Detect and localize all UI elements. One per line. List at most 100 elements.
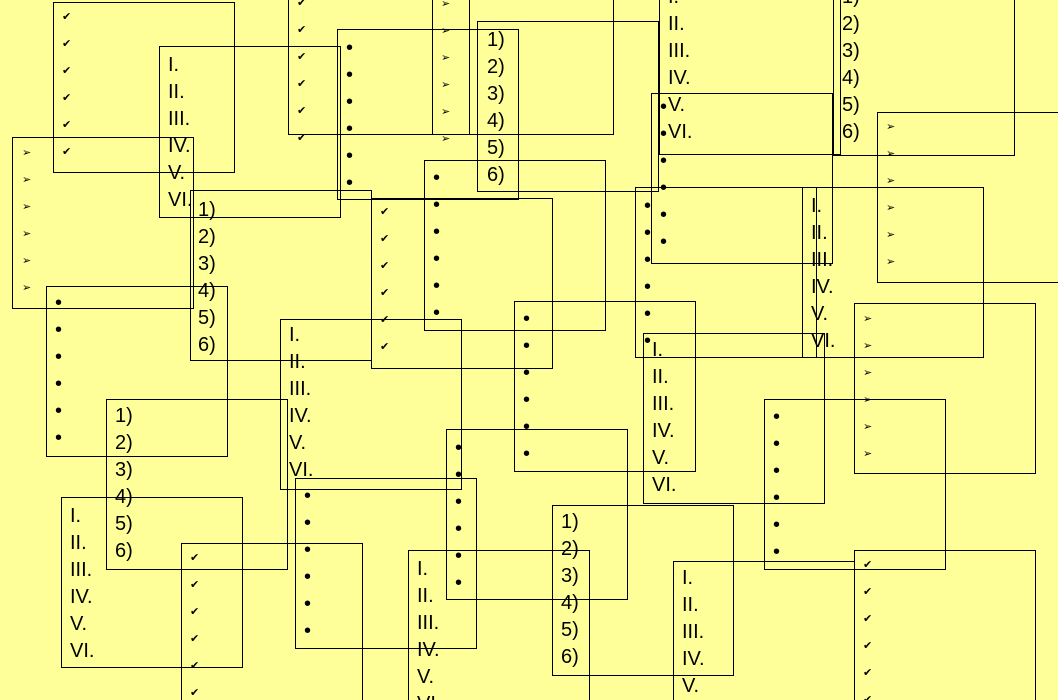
- paren-list-item: 5): [842, 94, 860, 116]
- paren-list-item: 3): [842, 40, 860, 62]
- bullet-list-item: •: [644, 222, 652, 244]
- roman-list-box: [673, 561, 855, 700]
- bullet-list-box: [514, 301, 696, 472]
- check-list-item: ✔: [863, 559, 873, 571]
- roman-list-item: III.: [70, 559, 93, 581]
- arrow-list-box: [877, 112, 1058, 283]
- check-list-item: ✔: [380, 260, 390, 272]
- roman-list-item: V.: [811, 303, 829, 325]
- paren-list-item: 5): [487, 137, 505, 159]
- paren-list-item: 2): [487, 56, 505, 78]
- check-list-item: ✔: [190, 579, 200, 591]
- check-list-item: ✔: [297, 78, 307, 90]
- check-list-item: ✔: [190, 633, 200, 645]
- roman-list-item: II.: [168, 81, 185, 103]
- bullet-list-item: •: [304, 512, 312, 534]
- check-list-box: [854, 550, 1036, 700]
- bullet-list-item: •: [660, 123, 668, 145]
- roman-list-item: III.: [168, 108, 191, 130]
- check-list-item: ✔: [190, 660, 200, 672]
- paren-list-item: 1): [487, 29, 505, 51]
- roman-list-item: IV.: [417, 639, 440, 661]
- bullet-list-item: •: [523, 389, 531, 411]
- bullet-list-item: •: [304, 593, 312, 615]
- roman-list-item: VI.: [668, 121, 693, 143]
- check-list-item: ✔: [190, 552, 200, 564]
- arrow-list-item: ➢: [863, 394, 873, 406]
- roman-list-box: [408, 550, 590, 700]
- bullet-list-item: •: [346, 118, 354, 140]
- check-list-item: ✔: [863, 613, 873, 625]
- bullet-list-item: •: [644, 195, 652, 217]
- check-list-item: ✔: [62, 38, 72, 50]
- bullet-list-item: •: [346, 37, 354, 59]
- bullet-list-item: •: [433, 167, 441, 189]
- arrow-list-item: ➢: [863, 448, 873, 460]
- roman-list-item: III.: [652, 393, 675, 415]
- bullet-list-item: •: [660, 150, 668, 172]
- bullet-list-item: •: [644, 276, 652, 298]
- arrow-list-item: ➢: [886, 121, 896, 133]
- bullet-list-item: •: [523, 308, 531, 330]
- bullet-list-item: •: [433, 221, 441, 243]
- paren-list-item: 4): [487, 110, 505, 132]
- arrow-list-item: ➢: [886, 175, 896, 187]
- arrow-list-item: ➢: [886, 256, 896, 268]
- arrow-list-item: ➢: [22, 282, 32, 294]
- arrow-list-item: ➢: [22, 201, 32, 213]
- arrow-list-item: ➢: [22, 228, 32, 240]
- roman-list-item: IV.: [652, 420, 675, 442]
- roman-list-item: IV.: [168, 135, 191, 157]
- bullet-list-item: •: [455, 437, 463, 459]
- check-list-box: [181, 543, 363, 700]
- roman-list-item: II.: [811, 222, 828, 244]
- bullet-list-item: •: [660, 96, 668, 118]
- roman-list-box: [159, 46, 341, 218]
- bullet-list-item: •: [55, 319, 63, 341]
- roman-list-item: IV.: [70, 586, 93, 608]
- arrow-list-item: ➢: [863, 340, 873, 352]
- bullet-list-box: [651, 93, 833, 264]
- paren-list-item: 2): [842, 13, 860, 35]
- bullet-list-box: [635, 187, 817, 358]
- bullet-list-item: •: [346, 172, 354, 194]
- roman-list-item: V.: [70, 613, 88, 635]
- paren-list-item: 6): [842, 121, 860, 143]
- arrow-list-box: [432, 0, 614, 135]
- arrow-list-item: ➢: [441, 52, 451, 64]
- check-list-item: ✔: [62, 11, 72, 23]
- roman-list-item: V.: [682, 675, 700, 697]
- roman-list-item: V.: [668, 94, 686, 116]
- roman-list-item: VI.: [652, 474, 677, 496]
- bullet-list-item: •: [455, 545, 463, 567]
- roman-list-item: V.: [289, 432, 307, 454]
- bullet-list-box: [446, 429, 628, 600]
- paren-list-item: 3): [487, 83, 505, 105]
- bullet-list-item: •: [55, 400, 63, 422]
- bullet-list-item: •: [55, 346, 63, 368]
- check-list-item: ✔: [297, 132, 307, 144]
- bullet-list-item: •: [773, 541, 781, 563]
- bullet-list-item: •: [455, 572, 463, 594]
- check-list-item: ✔: [190, 687, 200, 699]
- arrow-list-item: ➢: [886, 229, 896, 241]
- arrow-list-item: ➢: [441, 25, 451, 37]
- paren-list-box: [552, 505, 734, 676]
- roman-list-item: IV.: [682, 648, 705, 670]
- roman-list-item: I.: [168, 54, 180, 76]
- bullet-list-item: •: [523, 362, 531, 384]
- paren-list-item: 2): [115, 432, 133, 454]
- check-list-item: ✔: [62, 119, 72, 131]
- check-list-item: ✔: [380, 341, 390, 353]
- bullet-list-item: •: [644, 303, 652, 325]
- roman-list-item: II.: [652, 366, 669, 388]
- arrow-list-item: ➢: [22, 174, 32, 186]
- bullet-list-item: •: [455, 491, 463, 513]
- roman-list-item: I.: [668, 0, 679, 7]
- bullet-list-item: •: [346, 91, 354, 113]
- paren-list-item: 6): [487, 164, 505, 186]
- bullet-list-item: •: [773, 406, 781, 428]
- roman-list-item: II.: [417, 585, 434, 607]
- paren-list-item: 5): [198, 307, 216, 329]
- bullet-list-item: •: [455, 518, 463, 540]
